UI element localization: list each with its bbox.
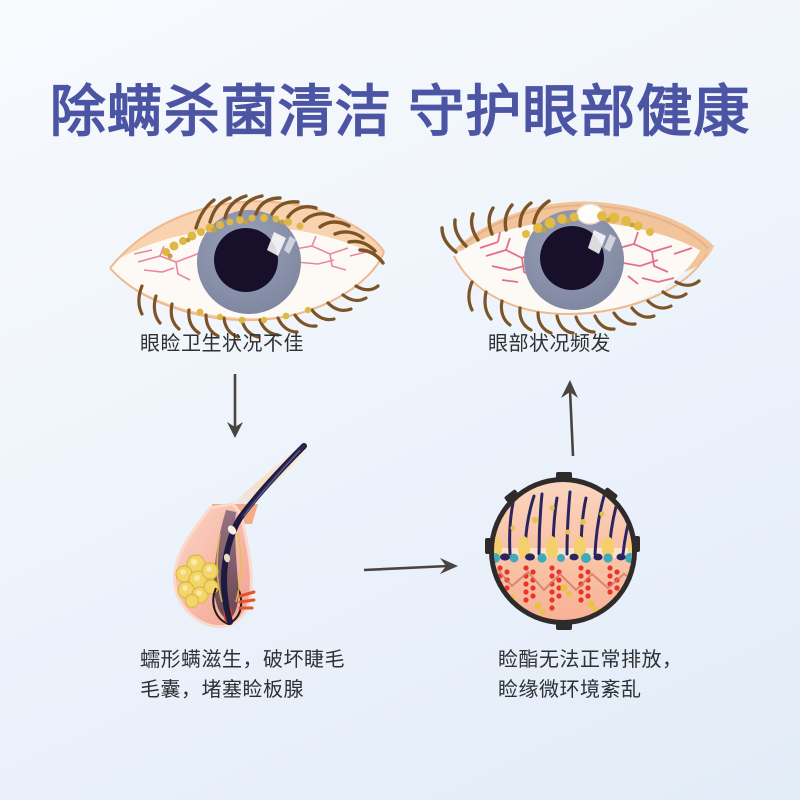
eye-with-crusted-lashes-icon (104, 194, 390, 339)
swollen-eye-with-stye-icon (440, 190, 728, 335)
arrow-right-icon (360, 542, 464, 594)
arrow-down-icon (204, 372, 266, 444)
hair-follicle-cross-section-icon (140, 438, 326, 634)
caption-frequent-eye-conditions: 眼部状况频发 (488, 333, 611, 355)
caption-eyelid-hygiene-poor: 眼睑卫生状况不佳 (140, 333, 304, 355)
page-title: 除螨杀菌清洁 守护眼部健康 (49, 80, 751, 143)
caption-demodex-mites: 蠕形螨滋生，破坏睫毛 毛囊，堵塞睑板腺 (140, 649, 345, 701)
caption-meibum-blocked: 睑酯无法正常排放， 睑缘微环境紊乱 (498, 649, 683, 701)
arrow-up-icon (540, 372, 602, 458)
eyelid-margin-magnified-icon (482, 470, 644, 632)
